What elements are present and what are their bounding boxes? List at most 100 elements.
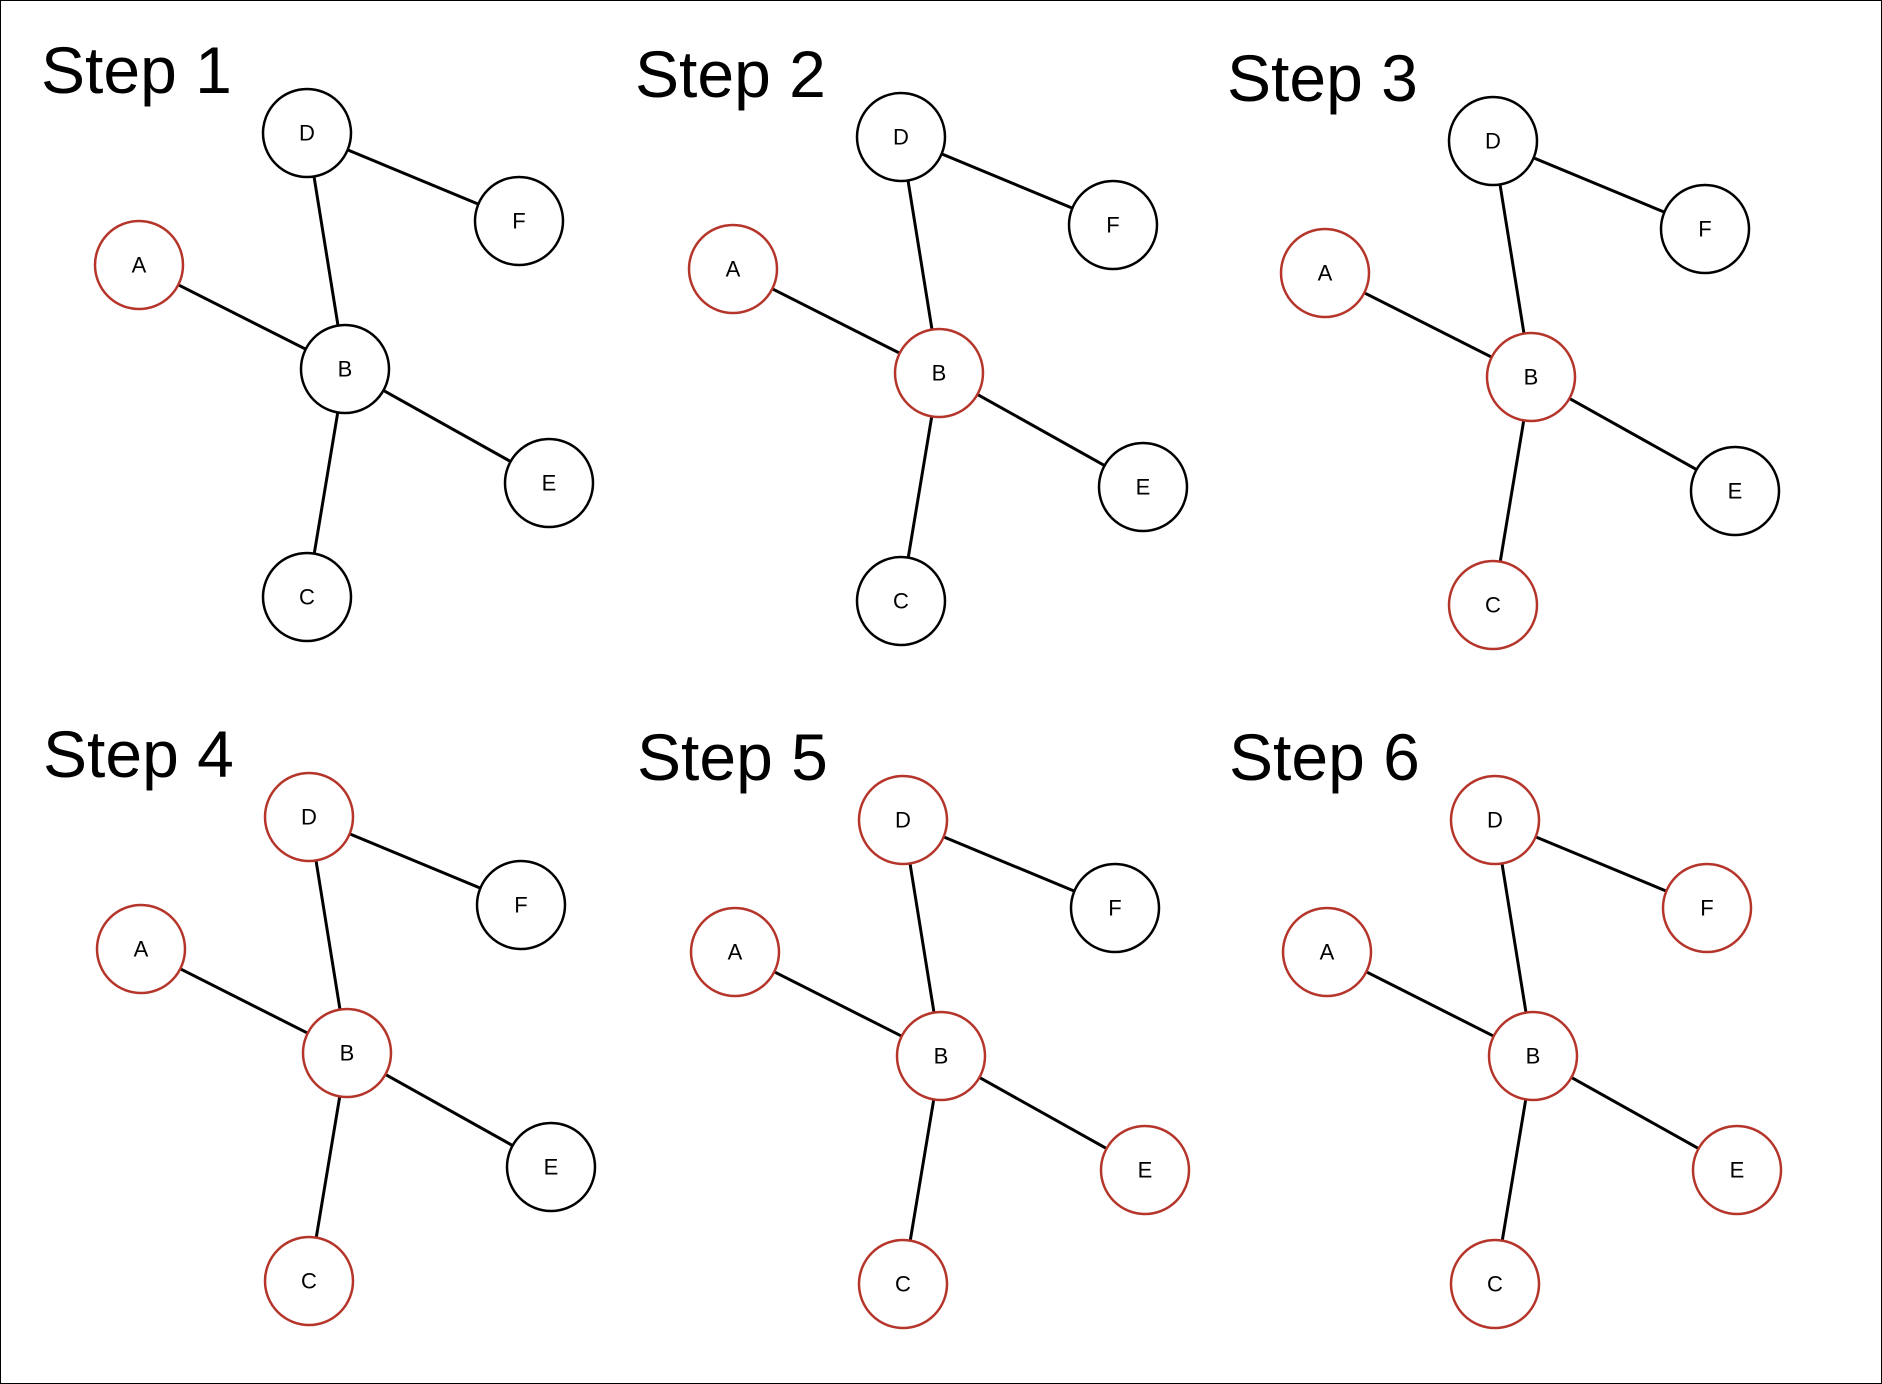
- node-a: A: [1279, 227, 1371, 319]
- node-circle: [503, 437, 595, 529]
- edge-b-c: [314, 1096, 342, 1238]
- node-label: C: [1487, 1272, 1503, 1297]
- node-f: F: [1659, 183, 1751, 275]
- edge-b-c: [1498, 420, 1526, 562]
- node-e: E: [1689, 445, 1781, 537]
- node-label: F: [1108, 896, 1121, 921]
- edge-b-e: [382, 389, 512, 463]
- node-label: C: [299, 585, 315, 610]
- node-e: E: [505, 1121, 597, 1213]
- edge-a-b: [179, 967, 309, 1035]
- node-circle-visited: [263, 771, 355, 863]
- edge-d-b: [1500, 863, 1528, 1013]
- node-f: F: [473, 175, 565, 267]
- node-label: A: [134, 937, 149, 962]
- node-c: C: [1447, 559, 1539, 651]
- node-label: A: [1318, 261, 1333, 286]
- node-circle: [475, 859, 567, 951]
- node-label: D: [301, 805, 317, 830]
- node-circle-visited: [857, 774, 949, 866]
- node-c: C: [1449, 1238, 1541, 1330]
- edge-b-e: [976, 393, 1106, 467]
- node-label: C: [893, 589, 909, 614]
- node-b: B: [1485, 331, 1577, 423]
- node-label: D: [893, 125, 909, 150]
- node-circle-visited: [1279, 227, 1371, 319]
- node-d: D: [857, 774, 949, 866]
- node-c: C: [263, 1235, 355, 1327]
- node-label: D: [895, 808, 911, 833]
- node-circle-visited: [1449, 1238, 1541, 1330]
- step-title: Step 3: [1227, 41, 1418, 115]
- node-circle-visited: [1485, 331, 1577, 423]
- node-circle: [1067, 179, 1159, 271]
- edge-a-b: [773, 970, 903, 1038]
- node-d: D: [1449, 774, 1541, 866]
- node-circle-visited: [1281, 906, 1373, 998]
- node-circle: [1659, 183, 1751, 275]
- node-f: F: [1067, 179, 1159, 271]
- node-circle: [1447, 95, 1539, 187]
- step-title: Step 5: [637, 720, 828, 794]
- node-label: E: [542, 471, 557, 496]
- node-label: E: [544, 1155, 559, 1180]
- node-label: C: [301, 1269, 317, 1294]
- edge-b-c: [906, 416, 934, 558]
- edge-b-e: [1568, 397, 1698, 471]
- graph: A B C D E F: [1279, 95, 1781, 651]
- node-circle: [1069, 862, 1161, 954]
- node-label: B: [340, 1041, 355, 1066]
- node-circle: [1097, 441, 1189, 533]
- node-label: F: [1106, 213, 1119, 238]
- edge-d-b: [314, 860, 342, 1010]
- node-c: C: [857, 1238, 949, 1330]
- node-circle-visited: [689, 906, 781, 998]
- node-a: A: [1281, 906, 1373, 998]
- node-circle-visited: [857, 1238, 949, 1330]
- node-label: E: [1136, 475, 1151, 500]
- node-circle: [1689, 445, 1781, 537]
- node-f: F: [475, 859, 567, 951]
- node-circle-visited: [1487, 1010, 1579, 1102]
- node-label: B: [1524, 365, 1539, 390]
- edge-d-f: [943, 835, 1075, 893]
- node-c: C: [855, 555, 947, 647]
- edge-d-b: [312, 176, 340, 326]
- edge-a-b: [771, 287, 901, 355]
- node-circle-visited: [1449, 774, 1541, 866]
- node-circle-visited: [95, 903, 187, 995]
- node-label: D: [1487, 808, 1503, 833]
- edge-b-e: [978, 1076, 1108, 1150]
- node-circle-visited: [1691, 1124, 1783, 1216]
- node-circle: [505, 1121, 597, 1213]
- step-title: Step 6: [1229, 720, 1420, 794]
- node-b: B: [893, 327, 985, 419]
- edge-a-b: [1363, 291, 1493, 359]
- node-circle: [299, 323, 391, 415]
- node-d: D: [263, 771, 355, 863]
- edge-d-f: [1533, 156, 1665, 214]
- node-label: C: [1485, 593, 1501, 618]
- node-label: B: [338, 357, 353, 382]
- node-d: D: [855, 91, 947, 183]
- node-label: F: [512, 209, 525, 234]
- edge-b-e: [1570, 1076, 1700, 1150]
- node-label: E: [1730, 1158, 1745, 1183]
- node-f: F: [1661, 862, 1753, 954]
- node-circle-visited: [1099, 1124, 1191, 1216]
- node-label: D: [1485, 129, 1501, 154]
- edge-b-c: [908, 1099, 936, 1241]
- edge-d-f: [941, 152, 1073, 210]
- node-circle: [261, 551, 353, 643]
- edge-d-f: [1535, 835, 1667, 893]
- step-title: Step 4: [43, 717, 234, 791]
- node-circle: [855, 555, 947, 647]
- node-a: A: [687, 223, 779, 315]
- step-title: Step 1: [41, 33, 232, 107]
- node-b: B: [895, 1010, 987, 1102]
